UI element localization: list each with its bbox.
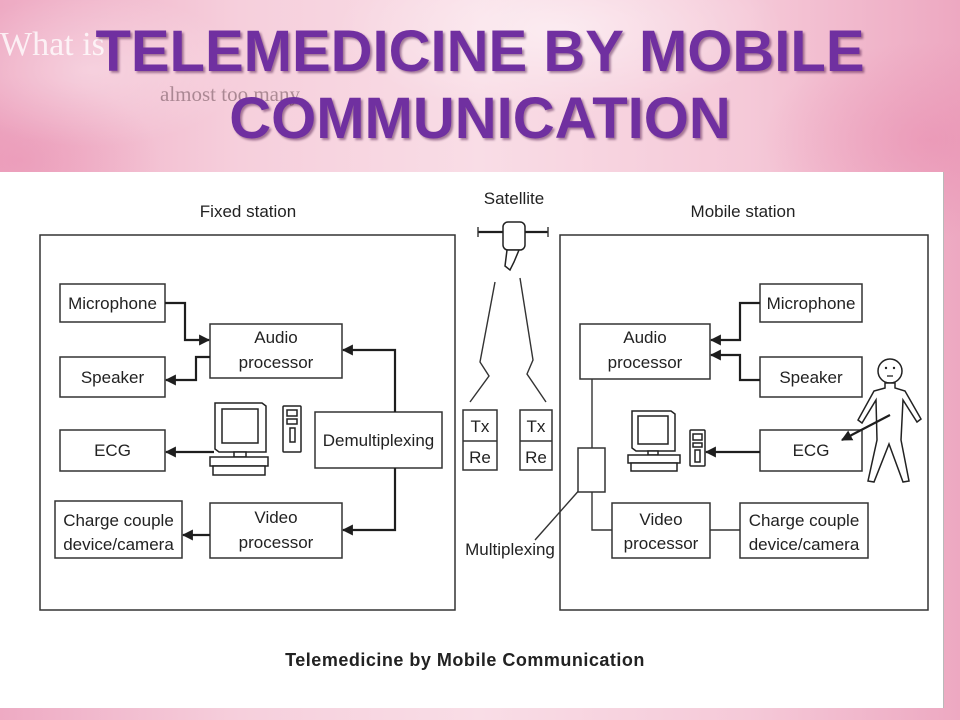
fixed-audio-processor-label-line-2: processor xyxy=(239,353,314,372)
radio-link-right xyxy=(519,277,547,403)
background-text-almost-too-many: almost too many xyxy=(160,82,300,106)
fixed-camera-label-line-1: Charge couple xyxy=(63,511,174,530)
fixed-camera-label-line-2: device/camera xyxy=(63,535,174,554)
transceiver-right-re: Re xyxy=(525,448,547,467)
arrow-audio-processor-to-speaker xyxy=(164,355,210,386)
diagram-caption: Telemedicine by Mobile Communication xyxy=(285,650,645,670)
handheld-grip xyxy=(694,449,701,463)
handheld-grip xyxy=(289,427,296,443)
arrow-patient-to-ecg xyxy=(841,414,891,441)
slide-title: TELEMEDICINE BY MOBILE COMMUNICATION xyxy=(0,18,960,152)
background-text-what-is: What is xyxy=(0,26,105,63)
transceiver-left-tx: Tx xyxy=(471,417,490,436)
mobile-camera-label-line-1: Charge couple xyxy=(749,511,860,530)
fixed-camera-box xyxy=(54,500,183,559)
mobile-audio-processor-box xyxy=(579,323,711,380)
fixed-audio-processor-box xyxy=(209,323,343,379)
fixed-video-processor-label-line-1: Video xyxy=(254,508,297,527)
radio-link-left xyxy=(469,281,496,403)
arrow-demultiplexing-to-video-processor xyxy=(341,468,397,536)
transceiver-right-tx: Tx xyxy=(527,417,546,436)
fixed-station-label: Fixed station xyxy=(200,202,296,221)
handheld-top-panel xyxy=(286,409,298,417)
fixed-microphone-label: Microphone xyxy=(68,294,157,313)
patient-figure-icon xyxy=(857,358,922,483)
fixed-station-frame xyxy=(39,234,456,611)
mobile-video-processor-label-line-2: processor xyxy=(624,534,699,553)
computer-icon xyxy=(209,402,269,476)
mobile-speaker-box xyxy=(759,356,863,398)
satellite-link: Satellite Tx Re Tx Re Multiplexing xyxy=(462,189,583,559)
mobile-station-label: Mobile station xyxy=(691,202,796,221)
computer-base xyxy=(627,454,681,464)
mobile-video-processor-box xyxy=(611,502,711,559)
mobile-microphone-label: Microphone xyxy=(767,294,856,313)
computer-base xyxy=(209,456,269,467)
multiplexing-label: Multiplexing xyxy=(465,540,555,559)
mobile-speaker-label: Speaker xyxy=(779,368,843,387)
mobile-audio-processor-label-line-2: processor xyxy=(608,353,683,372)
fixed-ecg-box xyxy=(59,429,166,472)
handheld-display xyxy=(286,418,298,425)
patient-eye-left xyxy=(884,366,888,370)
mobile-station: Mobile station Audio processor Microphon… xyxy=(559,202,929,611)
computer-screen xyxy=(221,408,259,444)
handheld-display xyxy=(692,442,703,448)
transceiver-right: Tx Re xyxy=(519,409,553,471)
fixed-ecg-label: ECG xyxy=(94,441,131,460)
transceiver-right-box xyxy=(519,409,553,471)
handheld-device-icon xyxy=(282,405,302,453)
arrow-demultiplexing-to-audio-processor xyxy=(341,344,397,412)
handheld-top-panel xyxy=(692,433,703,441)
handheld-device-icon xyxy=(689,429,706,467)
multiplexer-box xyxy=(577,447,606,493)
fixed-audio-processor-label-line-1: Audio xyxy=(254,328,297,347)
arrow-microphone-to-audio-processor xyxy=(165,301,211,346)
patient-body xyxy=(857,382,922,483)
transceiver-left: Tx Re xyxy=(462,409,498,471)
computer-icon xyxy=(627,410,681,472)
satellite-antenna xyxy=(504,249,521,272)
slide-title-line-2: COMMUNICATION xyxy=(229,86,731,151)
patient-eye-right xyxy=(892,366,896,370)
transceiver-left-re: Re xyxy=(469,448,491,467)
arrow-speaker-to-audio-processor xyxy=(709,349,760,382)
fixed-video-processor-label-line-2: processor xyxy=(239,533,314,552)
mobile-audio-processor-label-line-1: Audio xyxy=(623,328,666,347)
fixed-station: Fixed station Microphone Speaker ECG Cha… xyxy=(39,202,456,611)
computer-screen xyxy=(637,415,669,445)
satellite-label: Satellite xyxy=(484,189,544,208)
fixed-speaker-box xyxy=(59,356,166,398)
satellite-icon xyxy=(477,221,549,272)
line-video-processor-to-multiplexer xyxy=(591,492,612,531)
patient-head xyxy=(877,358,903,384)
demultiplexing-box xyxy=(314,411,443,469)
computer-keyboard xyxy=(630,462,678,472)
demultiplexing-label: Demultiplexing xyxy=(323,431,435,450)
mobile-video-processor-label-line-1: Video xyxy=(639,510,682,529)
transceiver-left-box xyxy=(462,409,498,471)
mobile-ecg-label: ECG xyxy=(793,441,830,460)
fixed-speaker-label: Speaker xyxy=(81,368,145,387)
slide-title-line-1: TELEMEDICINE BY MOBILE xyxy=(95,19,865,84)
satellite-body xyxy=(502,221,526,251)
multiplexing-pointer-line xyxy=(534,486,583,541)
mobile-microphone-box xyxy=(759,283,863,323)
arrow-microphone-to-audio-processor xyxy=(709,301,760,346)
mobile-station-frame xyxy=(559,234,929,611)
computer-keyboard xyxy=(212,465,266,476)
mobile-camera-label-line-2: device/camera xyxy=(749,535,860,554)
